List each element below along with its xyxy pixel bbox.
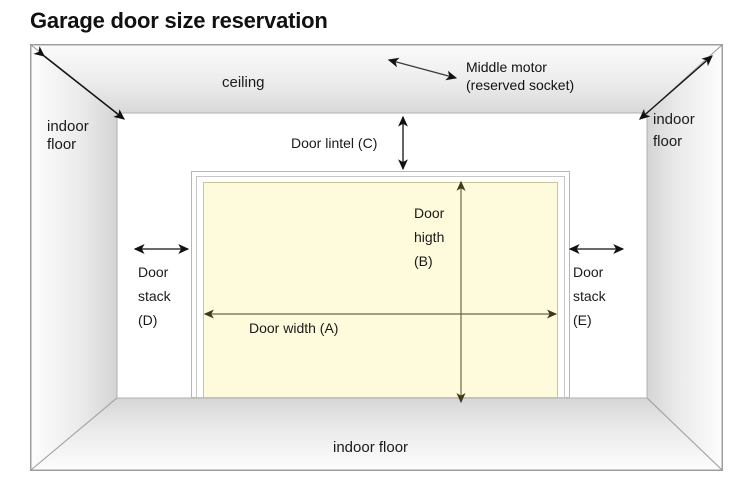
door-height-label-line2: higth <box>414 229 444 245</box>
door-stack-right-dimension: Door stack (E) <box>568 244 625 328</box>
door-stack-left-label-line3: (D) <box>138 312 157 328</box>
corner-arrows <box>33 46 713 120</box>
indoor-floor-right-label-line2: floor <box>653 133 682 150</box>
ceiling-label: ceiling <box>222 74 265 91</box>
door-height-dimension: Door higth (B) <box>414 180 466 404</box>
indoor-floor-right-label-line1: indoor <box>653 111 695 128</box>
door-stack-right-label-line1: Door <box>573 264 604 280</box>
middle-motor-annotation: Middle motor (reserved socket) <box>387 57 574 93</box>
middle-motor-label-line2: (reserved socket) <box>466 77 574 93</box>
door-stack-left-dimension: Door stack (D) <box>133 244 190 328</box>
left-corner-arrow-head2 <box>43 55 125 120</box>
middle-motor-label-line1: Middle motor <box>466 59 547 75</box>
left-wall-plane <box>30 43 118 472</box>
room-labels: ceiling indoor floor indoor floor indoor… <box>47 74 695 456</box>
indoor-floor-left-label-line2: floor <box>47 136 76 153</box>
floor-plane <box>29 397 724 471</box>
door-height-label-line3: (B) <box>414 253 433 269</box>
middle-motor-arrow <box>387 57 458 81</box>
indoor-floor-bottom-label: indoor floor <box>333 439 408 456</box>
right-corner-arrow <box>639 55 713 120</box>
door-lintel-dimension: Door lintel (C) <box>291 115 408 171</box>
door-lintel-label: Door lintel (C) <box>291 135 377 151</box>
door-width-dimension: Door width (A) <box>203 309 558 336</box>
door-height-label-line1: Door <box>414 205 445 221</box>
door-assembly <box>191 171 570 398</box>
ceiling-plane <box>29 44 724 114</box>
right-wall-plane <box>646 43 723 472</box>
indoor-floor-left-label-line1: indoor <box>47 118 89 135</box>
door-width-label: Door width (A) <box>249 320 338 336</box>
door-stack-right-label-line2: stack <box>573 288 607 304</box>
page-title: Garage door size reservation <box>30 8 328 33</box>
door-stack-right-label-line3: (E) <box>573 312 592 328</box>
door-stack-left-label-line1: Door <box>138 264 169 280</box>
door-stack-left-label-line2: stack <box>138 288 172 304</box>
door-panel <box>203 182 558 398</box>
